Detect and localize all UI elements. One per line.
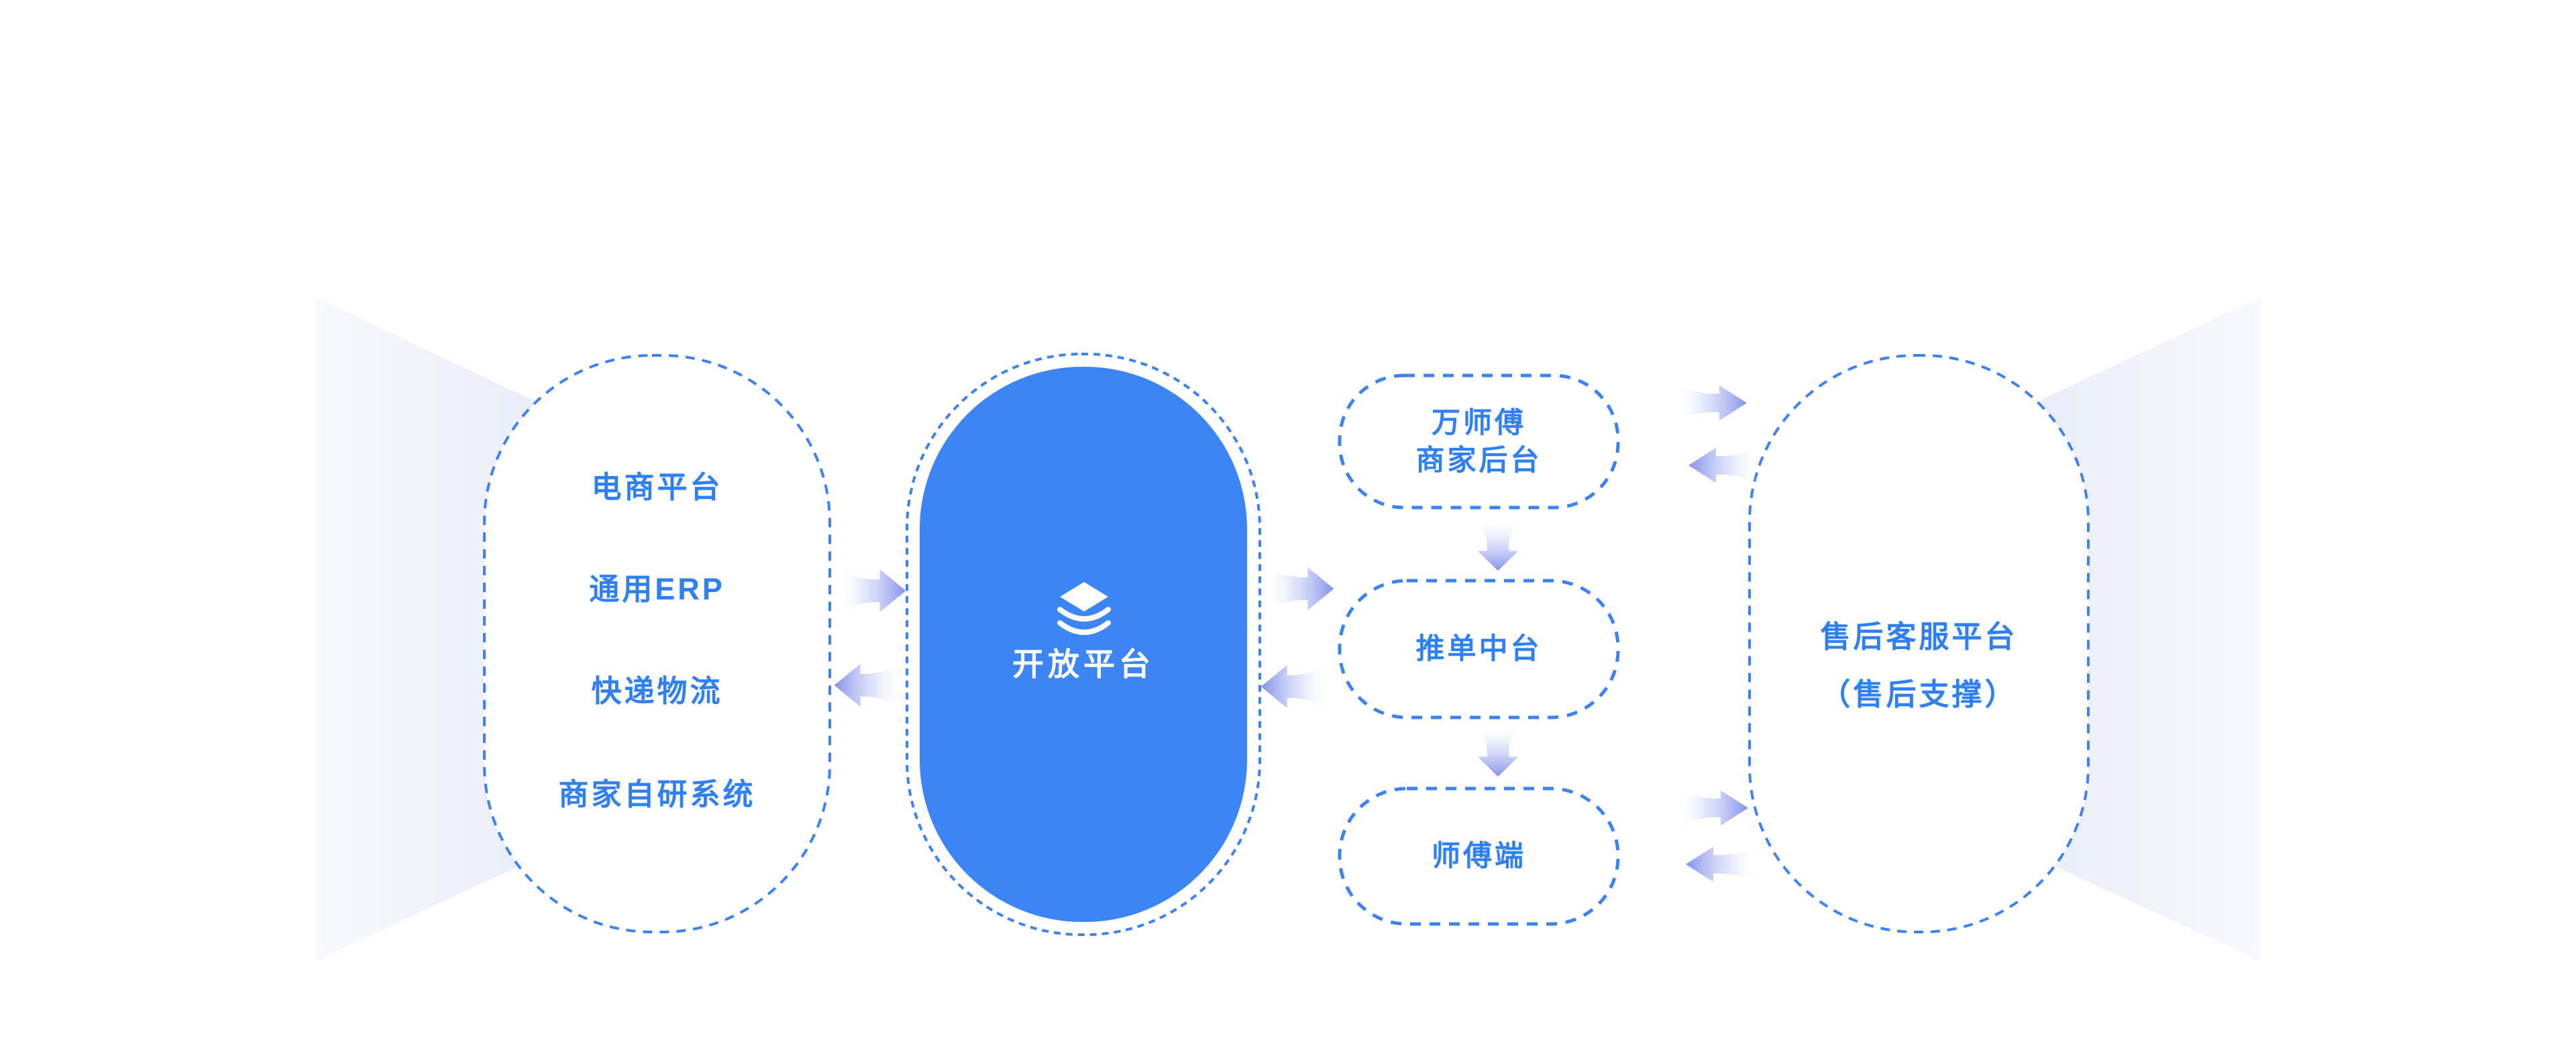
order-push-box bbox=[1338, 579, 1620, 719]
order-push-label: 推单中台 bbox=[1340, 581, 1618, 717]
aftersale-service-line2: （售后支撑） bbox=[1820, 677, 2018, 711]
arrow-master-app-to-aftersale bbox=[1677, 790, 1748, 826]
aftersale-service-line1: 售后客服平台 bbox=[1820, 620, 2018, 654]
master-app-line1: 师傅端 bbox=[1432, 840, 1526, 872]
aftersale-service-label: 售后客服平台 （售后支撑） bbox=[1750, 608, 2088, 723]
merchant-backend-line1: 万师傅 bbox=[1432, 406, 1526, 439]
arrow-left-oval-to-pill bbox=[838, 569, 906, 612]
arrow-aftersale-to-merchant-backend bbox=[1688, 447, 1760, 483]
arrow-order-push-down bbox=[1477, 725, 1519, 777]
master-app-box bbox=[1338, 787, 1620, 926]
order-push-line1: 推单中台 bbox=[1415, 633, 1542, 665]
external-system-erp: 通用ERP bbox=[589, 572, 725, 606]
arrow-merchant-backend-down bbox=[1477, 519, 1519, 571]
arrow-aftersale-to-master-app bbox=[1686, 846, 1757, 882]
external-system-logistics: 快递物流 bbox=[591, 674, 723, 708]
external-system-ecommerce: 电商平台 bbox=[591, 470, 723, 504]
open-platform-pill bbox=[920, 367, 1247, 922]
arrow-boxes-to-pill bbox=[1260, 665, 1329, 708]
arrow-merchant-backend-to-aftersale bbox=[1676, 385, 1747, 421]
merchant-backend-line2: 商家后台 bbox=[1415, 444, 1542, 477]
merchant-backend-box bbox=[1338, 373, 1620, 510]
external-systems-oval bbox=[483, 354, 831, 933]
master-app-label: 师傅端 bbox=[1340, 789, 1618, 924]
arrow-pill-to-boxes bbox=[1266, 567, 1334, 610]
arrow-pill-to-left-oval bbox=[834, 664, 902, 707]
open-platform-label: 开放平台 bbox=[1012, 646, 1155, 682]
external-system-selfbuilt: 商家自研系统 bbox=[558, 777, 756, 811]
layers-icon bbox=[1057, 582, 1111, 635]
merchant-backend-label: 万师傅 商家后台 bbox=[1340, 375, 1618, 508]
aftersale-service-oval bbox=[1748, 354, 2090, 933]
